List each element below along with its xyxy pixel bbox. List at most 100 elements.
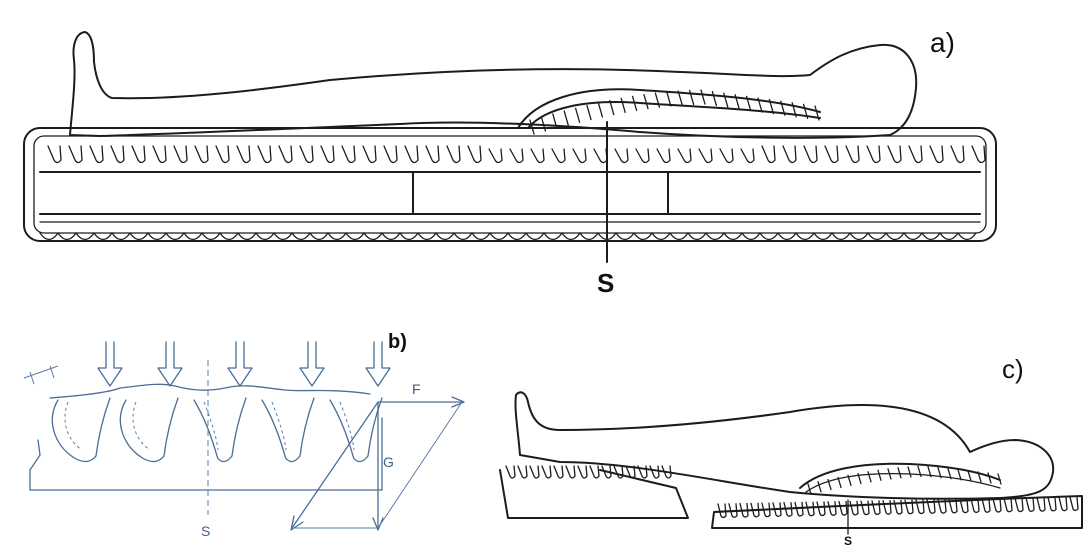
mattress-finger — [615, 149, 628, 163]
pad-finger — [872, 501, 880, 514]
mattress-bump — [184, 233, 202, 240]
spine-inner-a — [528, 102, 820, 128]
vertebra — [724, 93, 728, 107]
pad-finger — [1059, 497, 1067, 511]
pad-finger — [850, 501, 858, 515]
mattress-finger — [594, 149, 607, 163]
load-arrows — [98, 342, 390, 386]
mattress-bump — [562, 233, 580, 240]
mattress-finger — [804, 146, 817, 163]
mattress-bump — [706, 233, 724, 240]
mattress-finger — [741, 149, 754, 163]
mattress-top-fingers — [48, 146, 985, 163]
panel-c: S c) — [500, 354, 1082, 545]
vertebra — [898, 468, 901, 478]
mattress-bump — [436, 233, 454, 240]
mattress-bump — [724, 233, 742, 240]
mattress-bump — [400, 233, 418, 240]
mattress-bump — [904, 233, 922, 240]
mattress-finger — [510, 149, 523, 163]
vertebra — [712, 92, 716, 106]
mattress-bump — [652, 233, 670, 240]
mattress-bump — [616, 233, 634, 240]
mattress-finger — [300, 146, 313, 163]
mattress-finger — [930, 146, 943, 163]
body-outline-a — [70, 32, 916, 138]
mattress-bump — [634, 233, 652, 240]
mattress-finger — [657, 149, 670, 163]
spine-inner-c — [806, 474, 1000, 492]
mattress-finger — [258, 146, 271, 163]
mattress-finger — [426, 146, 439, 163]
finger-original-outline — [204, 402, 218, 450]
mattress-bump — [94, 233, 112, 240]
mattress-finger — [909, 146, 922, 163]
mattress-bump — [76, 233, 94, 240]
wedge-finger — [614, 466, 623, 478]
mattress-bump — [148, 233, 166, 240]
pad-finger — [1015, 498, 1023, 512]
panel-label-a: a) — [930, 27, 955, 58]
pad-finger — [993, 499, 1001, 513]
mattress-bump — [670, 233, 688, 240]
mattress-finger — [48, 146, 61, 163]
finger-original-outline — [340, 402, 354, 450]
mattress-bump — [922, 233, 940, 240]
mattress-finger — [153, 146, 166, 163]
mattress-bump — [508, 233, 526, 240]
load-arrow — [98, 342, 122, 386]
vertebra — [576, 108, 580, 122]
mattress-bump — [202, 233, 220, 240]
pad-finger — [1037, 498, 1045, 512]
mattress-bump — [814, 233, 832, 240]
pad-finger — [1070, 497, 1078, 511]
mattress-finger — [552, 149, 565, 163]
mattress-finger — [972, 146, 985, 163]
vertebra — [644, 95, 648, 109]
resultant-arrow — [292, 402, 378, 528]
wedge-finger — [578, 466, 587, 478]
load-arrow — [366, 342, 390, 386]
mattress-bump — [940, 233, 958, 240]
mattress-bump — [742, 233, 760, 240]
mattress-finger — [405, 146, 418, 163]
mattress-bump — [868, 233, 886, 240]
mattress-finger — [573, 149, 586, 163]
mattress-bump — [796, 233, 814, 240]
finger-base-block — [30, 418, 382, 490]
mattress-bump — [58, 233, 76, 240]
vertebra — [968, 471, 971, 481]
mattress-bump — [274, 233, 292, 240]
mattress-finger — [867, 146, 880, 163]
mattress-bump — [382, 233, 400, 240]
mattress-bump — [454, 233, 472, 240]
mattress-bump — [346, 233, 364, 240]
wedge-finger — [554, 466, 563, 478]
mattress-finger — [195, 146, 208, 163]
mattress-bump — [472, 233, 490, 240]
deformed-fingers — [52, 398, 382, 462]
mattress-finger — [678, 149, 691, 163]
panel-a: S a) — [24, 27, 996, 298]
mattress-bump — [292, 233, 310, 240]
mattress-bump — [40, 233, 58, 240]
mattress-finger — [825, 146, 838, 163]
force-f-label: F — [412, 381, 421, 397]
mattress-finger — [720, 149, 733, 163]
mattress-finger — [636, 149, 649, 163]
pad-finger — [839, 502, 847, 516]
mattress-finger — [762, 146, 775, 163]
vertebra — [878, 470, 881, 480]
vertebra — [908, 467, 911, 477]
mattress-finger — [783, 146, 796, 163]
pad-finger — [828, 502, 836, 516]
mattress-base-bumps — [40, 233, 976, 240]
mattress-finger — [321, 146, 334, 163]
mattress-finger — [90, 146, 103, 163]
mattress-finger — [489, 149, 502, 163]
mattress-finger — [846, 146, 859, 163]
pad-finger — [1048, 497, 1056, 511]
pad-fingers — [718, 497, 1078, 518]
pad-finger — [806, 502, 814, 516]
mattress-finger — [888, 146, 901, 163]
